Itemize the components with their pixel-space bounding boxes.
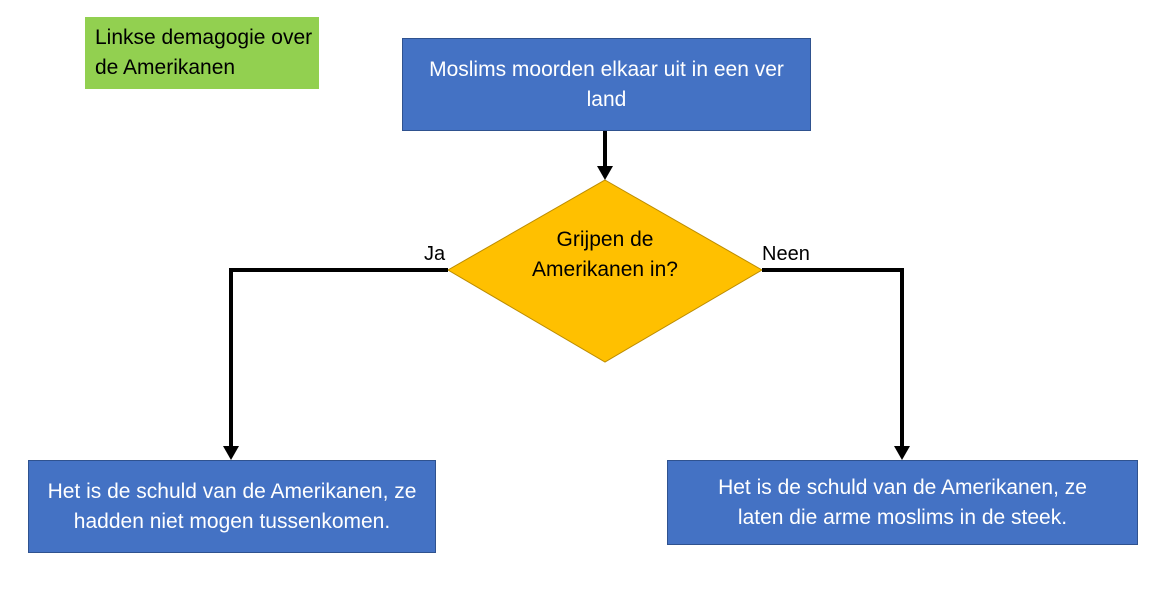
outcome-no-box: Het is de schuld van de Amerikanen, ze l… bbox=[667, 460, 1138, 545]
arrowhead-no bbox=[894, 446, 910, 460]
yes-label: Ja bbox=[424, 243, 446, 265]
outcome-yes-text: Het is de schuld van de Amerikanen, ze h… bbox=[47, 479, 417, 533]
diagram-title: Linkse demagogie over de Amerikanen bbox=[85, 17, 319, 89]
arrow-yes bbox=[229, 268, 448, 448]
decision-diamond bbox=[447, 179, 763, 363]
no-label: Neen bbox=[762, 243, 810, 265]
outcome-yes-box: Het is de schuld van de Amerikanen, ze h… bbox=[28, 460, 436, 553]
decision-text: Grijpen de Amerikanen in? bbox=[532, 228, 678, 281]
start-text: Moslims moorden elkaar uit in een ver la… bbox=[429, 57, 784, 111]
arrow-no bbox=[762, 268, 904, 448]
outcome-no-text: Het is de schuld van de Amerikanen, ze l… bbox=[718, 475, 1087, 529]
arrowhead-decision bbox=[597, 166, 613, 180]
title-text: Linkse demagogie over de Amerikanen bbox=[95, 26, 313, 79]
start-box: Moslims moorden elkaar uit in een ver la… bbox=[402, 38, 811, 131]
arrowhead-yes bbox=[223, 446, 239, 460]
